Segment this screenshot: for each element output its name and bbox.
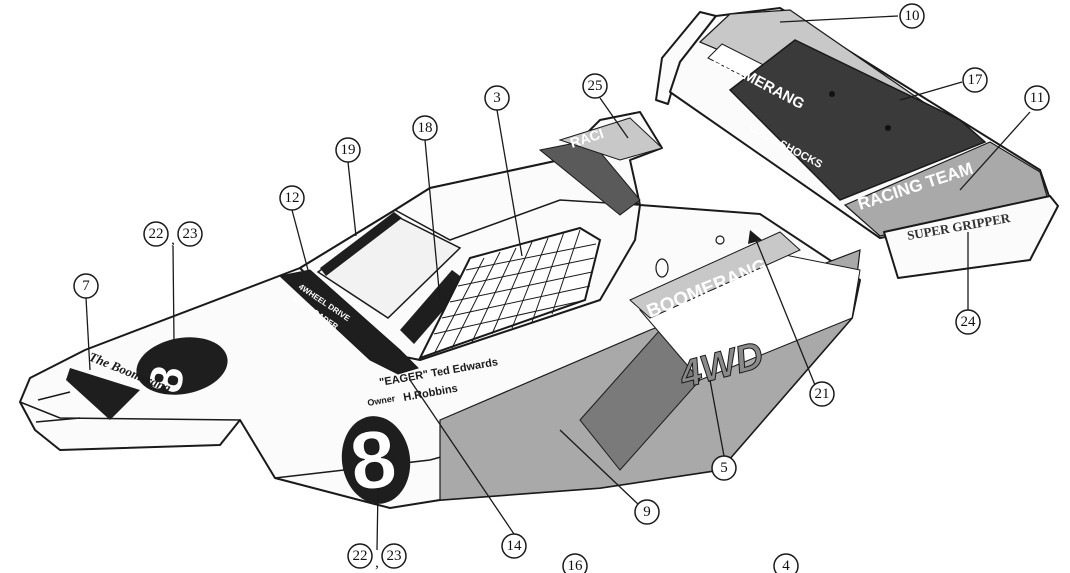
window-net-grid xyxy=(433,229,597,355)
callout-16: 16 xyxy=(562,553,588,573)
body-nose-slots xyxy=(35,391,81,423)
callout-7: 7 xyxy=(73,273,99,299)
callout-separator: , xyxy=(171,232,175,248)
cab-roof-line xyxy=(394,199,641,241)
body-mount-hole xyxy=(715,235,725,245)
wing-right-endplate xyxy=(883,195,1059,279)
svg-text:3: 3 xyxy=(493,90,501,106)
wing-stripe-rear xyxy=(843,141,1049,237)
callout-leaders xyxy=(85,15,1031,551)
svg-text:23: 23 xyxy=(387,548,402,564)
visor-band-decal xyxy=(278,269,419,375)
callout-21: 21 xyxy=(809,381,835,407)
body-post-hole xyxy=(655,258,669,278)
owner-label-text: Owner xyxy=(367,393,397,408)
callout-12: 12 xyxy=(279,185,305,211)
a-pillar-strip xyxy=(400,270,468,344)
svg-text:14: 14 xyxy=(507,538,523,554)
svg-text:12: 12 xyxy=(285,190,300,206)
callout-11: 11 xyxy=(1024,85,1050,111)
callout-22-hood: 22 xyxy=(143,221,169,247)
windshield-top-strip xyxy=(320,212,402,276)
svg-text:22: 22 xyxy=(149,226,164,242)
callout-3: 3 xyxy=(484,85,510,111)
callout-23-hood: 23 xyxy=(177,221,203,247)
svg-text:11: 11 xyxy=(1030,90,1044,106)
body-triangle-marker xyxy=(748,230,762,244)
rear-wing: BOOMERANG C.V.A. SHOCKS RACING TEAM SUPE… xyxy=(655,7,1059,279)
callout-17: 17 xyxy=(962,67,988,93)
callout-22-door: 22 xyxy=(347,543,373,569)
callout-14: 14 xyxy=(501,533,527,559)
svg-text:22: 22 xyxy=(353,548,368,564)
svg-text:5: 5 xyxy=(720,460,728,476)
svg-text:18: 18 xyxy=(418,120,433,136)
body-nose-crease xyxy=(19,401,241,421)
svg-text:24: 24 xyxy=(961,314,977,330)
script-name-decal xyxy=(66,368,140,420)
callout-10: 10 xyxy=(899,3,925,29)
callout-25: 25 xyxy=(582,73,608,99)
callout-18: 18 xyxy=(412,115,438,141)
wing-mount-hole xyxy=(885,125,891,131)
callout-9: 9 xyxy=(634,499,660,525)
svg-text:7: 7 xyxy=(82,278,90,294)
door-number-decal: 8 xyxy=(341,413,411,509)
svg-text:17: 17 xyxy=(968,72,984,88)
svg-text:21: 21 xyxy=(815,386,830,402)
svg-text:23: 23 xyxy=(183,226,198,242)
hood-number-decal: 8 xyxy=(136,337,228,396)
callout-4: 4 xyxy=(773,553,799,573)
wing-mount-hole xyxy=(829,91,835,97)
callout-separator: , xyxy=(375,555,379,571)
callout-23-door: 23 xyxy=(381,543,407,569)
svg-text:9: 9 xyxy=(643,504,651,520)
callout-badges: 10 17 11 25 3 18 19 12 22 , 23 7 21 24 5… xyxy=(73,3,1050,573)
svg-text:25: 25 xyxy=(588,78,603,94)
callout-24: 24 xyxy=(955,309,981,335)
callout-5: 5 xyxy=(711,455,737,481)
svg-text:10: 10 xyxy=(905,8,920,24)
buggy-body: RACI BOOMERANG 4WD 8 The Boomerang 4WHEE… xyxy=(19,111,861,509)
boomerang-stripe-decal xyxy=(629,231,801,319)
svg-text:4: 4 xyxy=(782,558,790,573)
svg-text:16: 16 xyxy=(568,558,584,573)
svg-text:19: 19 xyxy=(341,142,356,158)
callout-19: 19 xyxy=(335,137,361,163)
wing-dark-panel xyxy=(728,39,987,201)
door-number-text: 8 xyxy=(346,413,401,508)
rear-roof-decal xyxy=(558,117,663,161)
